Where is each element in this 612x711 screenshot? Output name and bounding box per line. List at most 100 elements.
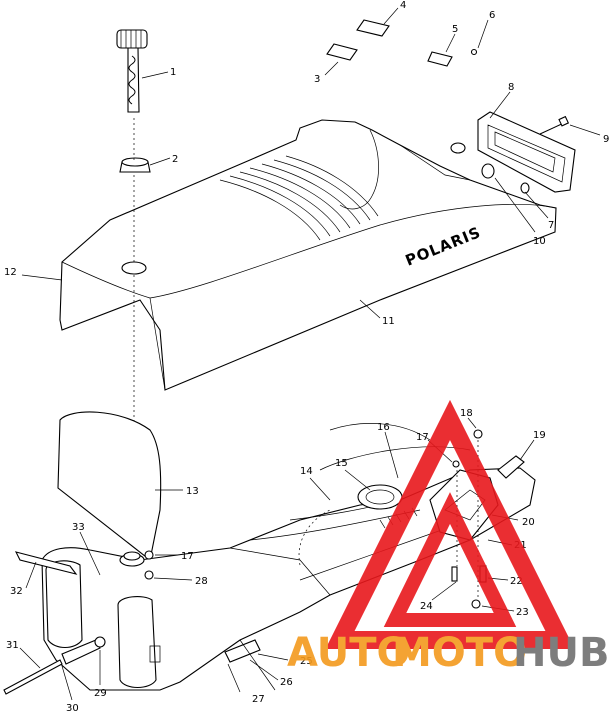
callout-6: 6: [489, 10, 495, 21]
leader-27: [227, 663, 241, 693]
clip-bracket: [224, 639, 261, 663]
leader-4: [383, 7, 399, 25]
callout-32: 32: [10, 586, 23, 597]
callout-23: 23: [516, 607, 529, 618]
nut-23: [471, 599, 481, 609]
callout-1: 1: [170, 67, 176, 78]
fuel-line: [3, 659, 63, 695]
tank-rear-curve: [329, 423, 431, 441]
leader-25: [257, 653, 289, 661]
tank-tab: [149, 645, 161, 663]
fuel-cap: [116, 29, 148, 49]
leader-10: [494, 177, 536, 233]
callout-20: 20: [522, 517, 535, 528]
callout-31: 31: [6, 640, 19, 651]
callout-numbers: 1 2 3 4 5 6 8 9 7 10 11 12 13 14 15 16 1…: [4, 0, 609, 711]
callout-11: 11: [382, 316, 395, 327]
tank-rear-curve: [319, 446, 471, 471]
tunnel-edge: [229, 547, 331, 596]
callout-18: 18: [460, 408, 473, 419]
fuel-fitting-29: [94, 636, 106, 648]
fuel-cap-assembly: [116, 29, 151, 548]
callout-26: 26: [280, 677, 293, 688]
leader-16: [384, 431, 399, 479]
callout-17: 17: [416, 432, 429, 443]
tank-lobe-left: [45, 560, 83, 649]
tail-light-lens-frame: [487, 124, 566, 183]
seat-stripe: [249, 167, 351, 229]
leader-32: [25, 561, 37, 589]
leader-1: [141, 71, 169, 79]
leader-18: [467, 417, 477, 429]
push-rivet-18: [473, 429, 483, 439]
leader-3: [324, 61, 339, 76]
decal-pad-3: [326, 43, 358, 61]
seat-cowl-curve: [339, 129, 379, 210]
callout-9: 9: [603, 134, 609, 145]
callout-16: 16: [377, 422, 390, 433]
seat-assembly: POLARIS: [59, 19, 576, 391]
fuel-gauge-stem: [127, 47, 140, 113]
vent-hose: [14, 551, 78, 575]
leader-28: [153, 577, 193, 581]
callout-27: 27: [252, 694, 265, 705]
watermark-triangle-outer: [325, 399, 575, 649]
callout-17-lower: 17: [181, 551, 194, 562]
seat-stripe: [229, 175, 331, 237]
callout-33: 33: [72, 522, 85, 533]
washer-17: [452, 460, 460, 468]
leader-9: [569, 124, 601, 136]
leader-26: [249, 659, 279, 681]
leader-7: [524, 191, 549, 219]
leader-5: [445, 33, 456, 53]
fuel-grommet-top: [121, 157, 149, 167]
tank-fill-opening: [123, 551, 141, 561]
seat-fuel-hole: [121, 261, 147, 275]
leader-24: [431, 581, 457, 601]
nut-28: [144, 570, 154, 580]
hidden-line: [298, 509, 331, 566]
watermark-word-auto: AUTO: [287, 630, 411, 676]
seat-stripe: [273, 159, 371, 221]
callout-10: 10: [533, 236, 546, 247]
leader-6: [477, 19, 489, 49]
watermark-triangle-inner: [383, 492, 517, 627]
rivet-6: [470, 48, 478, 56]
seat-body: [59, 119, 557, 391]
tank-sender-ring: [365, 489, 395, 505]
callout-25: 25: [300, 656, 313, 667]
leader-8: [489, 91, 511, 119]
decal-pad-4: [356, 19, 390, 37]
tank-sender-plate: [357, 484, 403, 510]
fuel-gauge-spring: [128, 55, 136, 105]
mounting-plate: [497, 455, 525, 479]
splash-flap: [57, 411, 162, 561]
callout-13: 13: [186, 486, 199, 497]
callout-28: 28: [195, 576, 208, 587]
callout-14: 14: [300, 466, 313, 477]
leader-15: [344, 469, 371, 491]
leader-lines: [19, 7, 601, 701]
leader-12: [21, 274, 63, 281]
watermark-word-moto: MOTO: [392, 630, 527, 676]
callout-3: 3: [314, 74, 320, 85]
decal-pad-5: [427, 51, 453, 67]
tail-lamp-grommet: [450, 142, 466, 154]
fuel-line-fitting: [61, 639, 101, 665]
callout-7: 7: [548, 220, 554, 231]
tail-lamp-bulb: [481, 163, 495, 179]
watermark-word-hub: HUB: [513, 630, 609, 676]
fuel-cap-grip: [120, 30, 142, 48]
tail-light-lens: [494, 131, 556, 173]
callout-4: 4: [400, 0, 406, 11]
leader-33: [79, 531, 101, 576]
leader-19: [519, 439, 535, 461]
bolt-24: [451, 566, 458, 582]
seat-cowl-edge: [399, 144, 471, 181]
leader-31: [19, 647, 41, 669]
washer-17b: [144, 550, 154, 560]
callout-5: 5: [452, 24, 458, 35]
leader-30: [61, 665, 73, 701]
